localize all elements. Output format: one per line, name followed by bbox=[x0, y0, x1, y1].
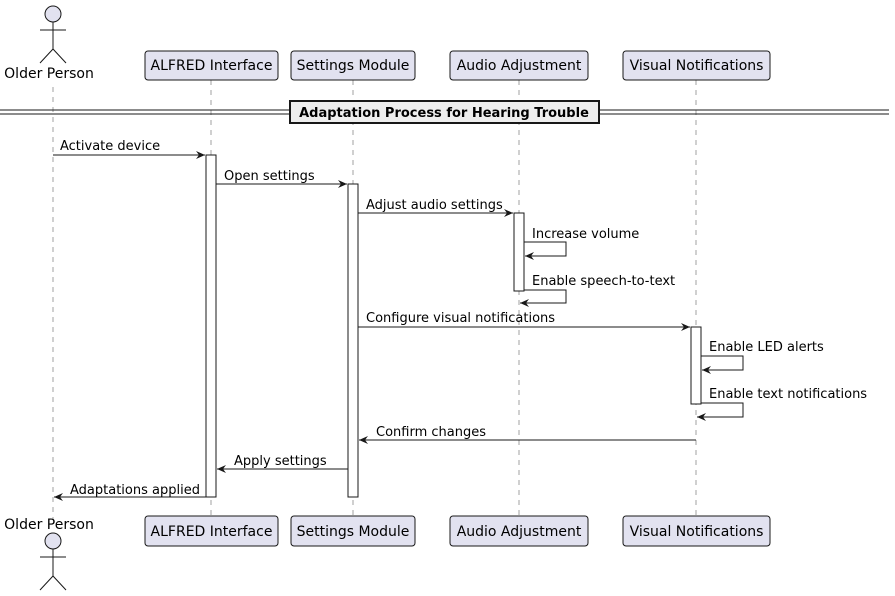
participant-label: Audio Adjustment bbox=[457, 524, 582, 540]
participant-label: ALFRED Interface bbox=[151, 58, 273, 74]
self-message-arrow bbox=[520, 289, 567, 307]
participant-label: Settings Module bbox=[297, 524, 410, 540]
participant-label: ALFRED Interface bbox=[151, 524, 273, 540]
participant-audio-bottom: Audio Adjustment bbox=[449, 515, 589, 547]
activation-visual bbox=[690, 326, 702, 405]
activation-alfred bbox=[205, 154, 217, 498]
participants-bottom: Older Person ALFRED Interface Settings M… bbox=[4, 515, 771, 591]
participant-label: Settings Module bbox=[297, 58, 410, 74]
participants-top: Older Person ALFRED Interface Settings M… bbox=[4, 5, 771, 82]
actor-label: Older Person bbox=[4, 517, 94, 533]
participant-label: Visual Notifications bbox=[630, 58, 764, 74]
message-label: Enable speech-to-text bbox=[532, 274, 675, 289]
actor-older-bottom: Older Person bbox=[4, 517, 94, 591]
actor-icon bbox=[39, 532, 67, 591]
self-message-arrow bbox=[524, 241, 567, 260]
actor-older-top: Older Person bbox=[4, 5, 94, 82]
messages: Activate device Open settings Adjust aud… bbox=[53, 139, 867, 501]
separator: Adaptation Process for Hearing Trouble bbox=[0, 100, 889, 124]
self-message-arrow bbox=[701, 355, 744, 374]
message-label: Adjust audio settings bbox=[366, 198, 503, 213]
participant-visual-top: Visual Notifications bbox=[622, 50, 771, 81]
activation-audio bbox=[513, 212, 525, 292]
message-label: Enable text notifications bbox=[709, 387, 867, 402]
participant-alfred-bottom: ALFRED Interface bbox=[144, 515, 279, 547]
message-label: Increase volume bbox=[532, 227, 639, 242]
message-label: Confirm changes bbox=[376, 425, 486, 440]
actor-icon bbox=[39, 5, 67, 64]
message-label: Open settings bbox=[224, 169, 315, 184]
activations bbox=[205, 154, 702, 498]
participant-label: Audio Adjustment bbox=[457, 58, 582, 74]
separator-box bbox=[289, 100, 600, 124]
participant-label: Visual Notifications bbox=[630, 524, 764, 540]
participant-alfred-top: ALFRED Interface bbox=[144, 50, 279, 81]
participant-visual-bottom: Visual Notifications bbox=[622, 515, 771, 547]
message-label: Activate device bbox=[60, 139, 160, 154]
message-label: Enable LED alerts bbox=[709, 340, 824, 355]
participant-settings-top: Settings Module bbox=[290, 50, 416, 81]
message-label: Adaptations applied bbox=[70, 483, 200, 498]
self-message-arrow bbox=[697, 402, 744, 421]
message-label: Configure visual notifications bbox=[366, 311, 555, 326]
separator-label: Adaptation Process for Hearing Trouble bbox=[299, 106, 589, 121]
actor-label: Older Person bbox=[4, 66, 94, 82]
message-label: Apply settings bbox=[234, 454, 327, 469]
participant-audio-top: Audio Adjustment bbox=[449, 50, 589, 81]
activation-settings bbox=[347, 183, 359, 498]
participant-settings-bottom: Settings Module bbox=[290, 515, 416, 547]
